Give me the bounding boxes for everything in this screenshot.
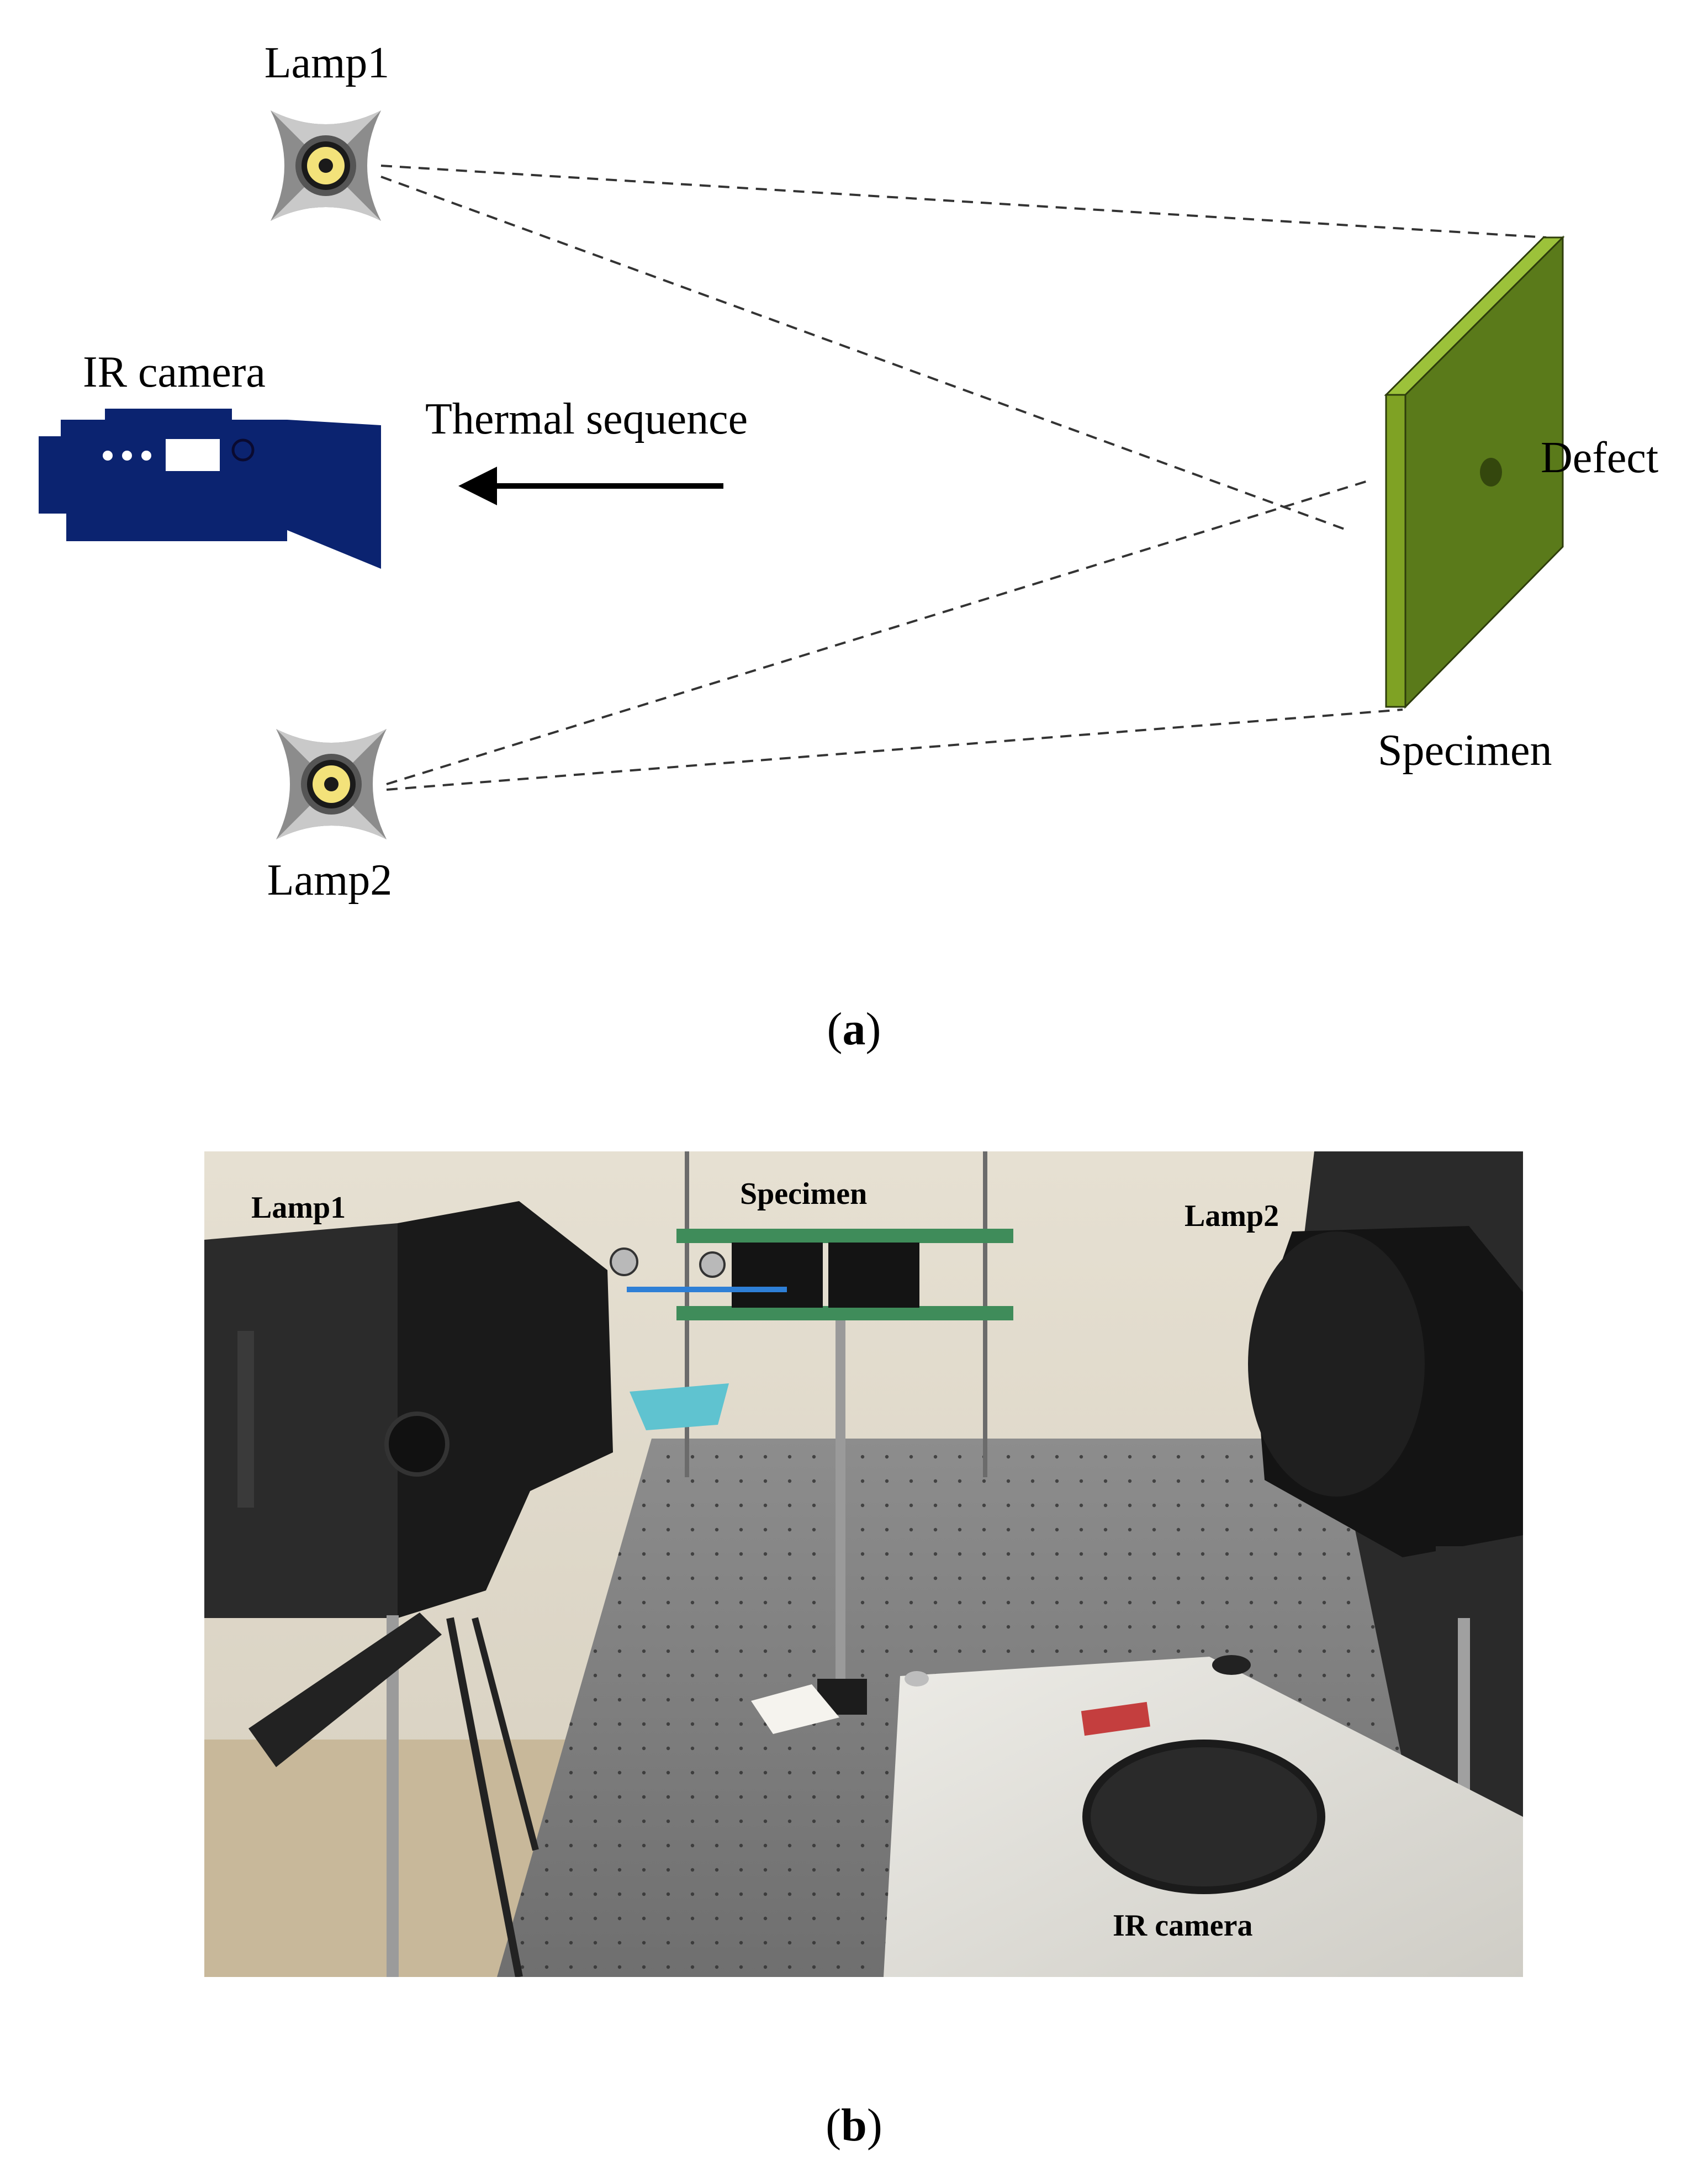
ray-lamp2-top — [386, 479, 1370, 785]
lamp2-label: Lamp2 — [267, 856, 393, 905]
defect-label: Defect — [1541, 434, 1658, 482]
light-rays — [380, 165, 1547, 791]
ray-lamp2-bottom — [386, 709, 1403, 791]
ray-lamp1-bottom — [380, 176, 1348, 531]
photo-specimen-label: Specimen — [740, 1177, 867, 1211]
caption-b: (b) — [826, 2100, 882, 2151]
lamp2-icon — [276, 729, 387, 839]
ir-camera-icon — [39, 409, 381, 569]
lamp2-photo — [1248, 1226, 1523, 1977]
thermal-sequence-label: Thermal sequence — [425, 395, 748, 443]
specimen-frame — [676, 1229, 1013, 1320]
photo-ir-camera-label: IR camera — [1113, 1909, 1252, 1943]
ir-camera-photo — [884, 1655, 1523, 1977]
thermal-sequence-arrow — [458, 467, 723, 505]
specimen-label: Specimen — [1378, 726, 1552, 775]
defect-mark — [1480, 458, 1502, 487]
lamp1-label: Lamp1 — [265, 39, 390, 87]
specimen-plate — [1384, 235, 1565, 709]
photo-lamp2-label: Lamp2 — [1185, 1199, 1279, 1233]
lamp1-photo — [204, 1201, 613, 1977]
schematic-diagram: Lamp1 Lamp2 IR camera Thermal sequence — [39, 39, 1658, 905]
photo-lamp1-label: Lamp1 — [251, 1191, 346, 1225]
ray-lamp1-top — [380, 165, 1547, 239]
caption-a: (a) — [827, 1003, 881, 1055]
ir-camera-label: IR camera — [83, 348, 266, 397]
lamp1-icon — [271, 110, 381, 221]
setup-photo: Lamp1 Specimen Lamp2 IR camera — [204, 1151, 1523, 1977]
